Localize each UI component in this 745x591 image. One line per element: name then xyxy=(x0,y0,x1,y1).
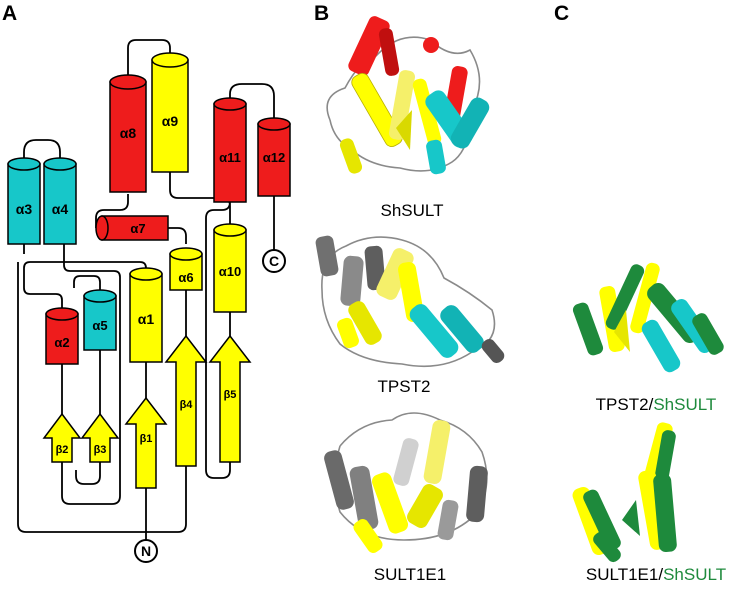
sult1e1-overlay-caption: SULT1E1/ShSULT xyxy=(586,565,726,584)
helix-a9-label: α9 xyxy=(162,113,179,129)
tpst2-overlay-caption: TPST2/ShSULT xyxy=(596,395,717,414)
strand-b3: β3 xyxy=(80,412,120,463)
helix-a7-label: α7 xyxy=(130,221,145,236)
strand-b5-label: β5 xyxy=(224,389,237,401)
helix-a4: α4 xyxy=(43,157,77,245)
helix-a9: α9 xyxy=(151,52,189,173)
n-terminus-label: N xyxy=(141,543,151,559)
helix-a5-label: α5 xyxy=(92,318,107,333)
helix-a2: α2 xyxy=(45,307,79,365)
helix-a12: α12 xyxy=(257,117,291,197)
strand-b5: β5 xyxy=(208,334,252,463)
helix-a5: α5 xyxy=(83,289,117,351)
n-terminus: N xyxy=(134,539,158,563)
helix-a11: α11 xyxy=(213,97,247,203)
c-terminus: C xyxy=(262,249,286,273)
helix-a6: α6 xyxy=(169,247,203,291)
helix-a1: α1 xyxy=(129,267,163,363)
strand-b1: β1 xyxy=(124,396,168,489)
overlay-tpst2-shsult: TPST2/ShSULT xyxy=(572,262,724,414)
helix-a6-label: α6 xyxy=(178,270,193,285)
helix-a12-label: α12 xyxy=(263,150,285,165)
strand-b4: β4 xyxy=(164,334,208,467)
helix-a10-label: α10 xyxy=(219,264,241,279)
helix-a8: α8 xyxy=(109,74,147,193)
panel-label-a: A xyxy=(2,2,17,25)
sult1e1-caption: SULT1E1 xyxy=(374,565,446,584)
topology-diagram: α3 α4 α2 α5 α1 α6 α7 xyxy=(7,39,291,563)
strand-b2: β2 xyxy=(42,412,82,463)
structure-shsult: ShSULT xyxy=(326,16,490,220)
topology-loops xyxy=(17,39,275,540)
shsult-caption: ShSULT xyxy=(381,201,444,220)
panel-label-b: B xyxy=(314,2,329,25)
helix-a10: α10 xyxy=(213,223,247,313)
c-terminus-label: C xyxy=(269,253,279,269)
overlay-sult1e1-shsult: SULT1E1/ShSULT xyxy=(572,422,726,584)
strand-b4-label: β4 xyxy=(180,399,194,411)
strand-b3-label: β3 xyxy=(94,444,107,456)
helix-a1-label: α1 xyxy=(138,311,155,327)
strand-b2-label: β2 xyxy=(56,444,69,456)
panel-label-c: C xyxy=(554,2,569,25)
structure-tpst2: TPST2 xyxy=(315,235,505,396)
tpst2-caption: TPST2 xyxy=(378,377,431,396)
helix-a8-label: α8 xyxy=(120,125,137,141)
helix-a3: α3 xyxy=(7,157,41,245)
structure-sult1e1: SULT1E1 xyxy=(324,412,488,584)
helix-a11-label: α11 xyxy=(219,150,241,165)
helix-a7: α7 xyxy=(95,215,169,241)
helix-a3-label: α3 xyxy=(16,201,33,217)
helix-a4-label: α4 xyxy=(52,201,69,217)
helix-a2-label: α2 xyxy=(54,335,69,350)
strand-b1-label: β1 xyxy=(140,433,153,445)
